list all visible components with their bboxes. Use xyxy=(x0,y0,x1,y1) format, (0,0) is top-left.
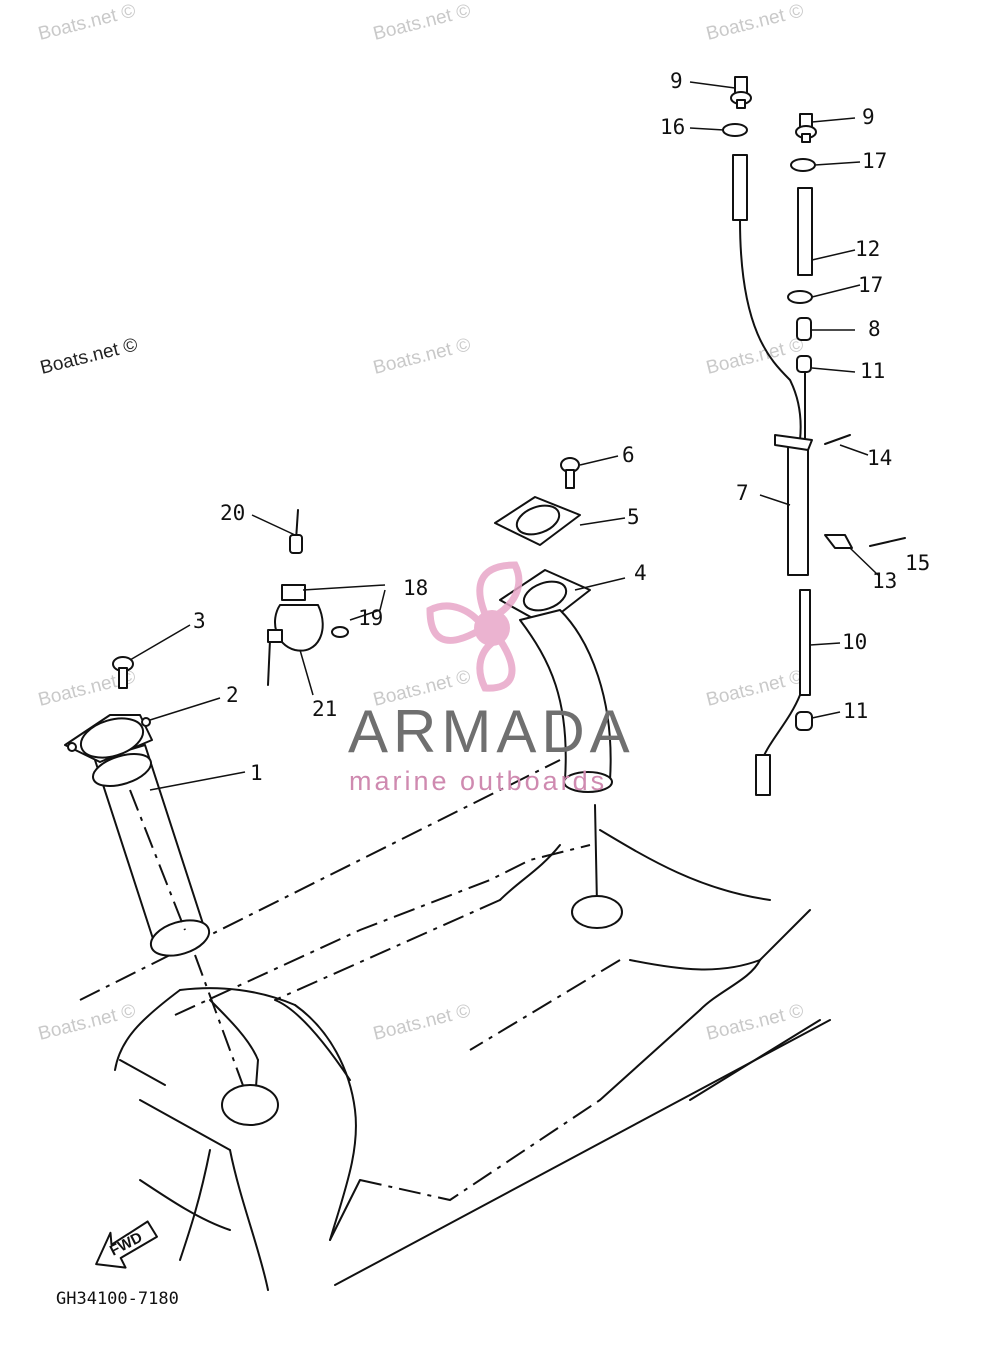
watermark-prominent: Boats.net © xyxy=(38,334,140,378)
logo-wordmark: ARMADA xyxy=(348,698,635,765)
part-6-screw xyxy=(560,457,580,489)
watermark: Boats.net © xyxy=(36,1000,138,1044)
callout-14: 14 xyxy=(867,446,892,470)
callout-9b: 9 xyxy=(862,105,875,129)
callout-20: 20 xyxy=(220,501,245,525)
callout-3: 3 xyxy=(193,609,206,633)
fwd-arrow-icon: FWD xyxy=(95,1220,158,1269)
callout-4: 4 xyxy=(634,561,647,585)
leader-lines xyxy=(129,81,879,791)
part-18-21-sender-assembly xyxy=(267,509,349,686)
callout-1: 1 xyxy=(250,761,263,785)
callout-13: 13 xyxy=(872,569,897,593)
callout-17b: 17 xyxy=(858,273,883,297)
part-5-gasket xyxy=(494,496,581,546)
hull-outline xyxy=(79,759,831,1291)
callout-11a: 11 xyxy=(860,359,885,383)
watermark: Boats.net © xyxy=(704,666,806,710)
callout-7: 7 xyxy=(736,481,749,505)
callout-18: 18 xyxy=(403,576,428,600)
watermark: Boats.net © xyxy=(704,0,806,44)
part-vent-tube-assembly xyxy=(722,76,906,796)
callout-21: 21 xyxy=(312,697,337,721)
callout-11b: 11 xyxy=(843,699,868,723)
part-4-gasket-elbow xyxy=(499,569,613,793)
part-3-screw xyxy=(112,656,134,689)
part-2-filler-cap xyxy=(64,714,153,763)
propeller-icon xyxy=(426,561,523,692)
callout-17a: 17 xyxy=(862,149,887,173)
armada-logo: ARMADA marine outboards xyxy=(348,561,635,796)
callout-15: 15 xyxy=(905,551,930,575)
callout-5: 5 xyxy=(627,505,640,529)
callout-16: 16 xyxy=(660,115,685,139)
logo-tagline: marine outboards xyxy=(349,766,607,796)
diagram-part-code: GH34100-7180 xyxy=(56,1289,179,1309)
callout-2: 2 xyxy=(226,683,239,707)
watermark: Boats.net © xyxy=(371,334,473,378)
watermark: Boats.net © xyxy=(371,1000,473,1044)
callout-12: 12 xyxy=(855,237,880,261)
part-1-filler-neck xyxy=(92,744,211,957)
callout-19: 19 xyxy=(358,606,383,630)
watermark: Boats.net © xyxy=(36,0,138,44)
callout-6: 6 xyxy=(622,443,635,467)
callout-labels: 1 2 3 4 5 6 7 8 9 9 10 11 11 12 13 14 15… xyxy=(193,69,930,785)
watermark: Boats.net © xyxy=(371,0,473,44)
callout-10: 10 xyxy=(842,630,867,654)
callout-9a: 9 xyxy=(670,69,683,93)
callout-8: 8 xyxy=(868,317,881,341)
watermark: Boats.net © xyxy=(704,334,806,378)
